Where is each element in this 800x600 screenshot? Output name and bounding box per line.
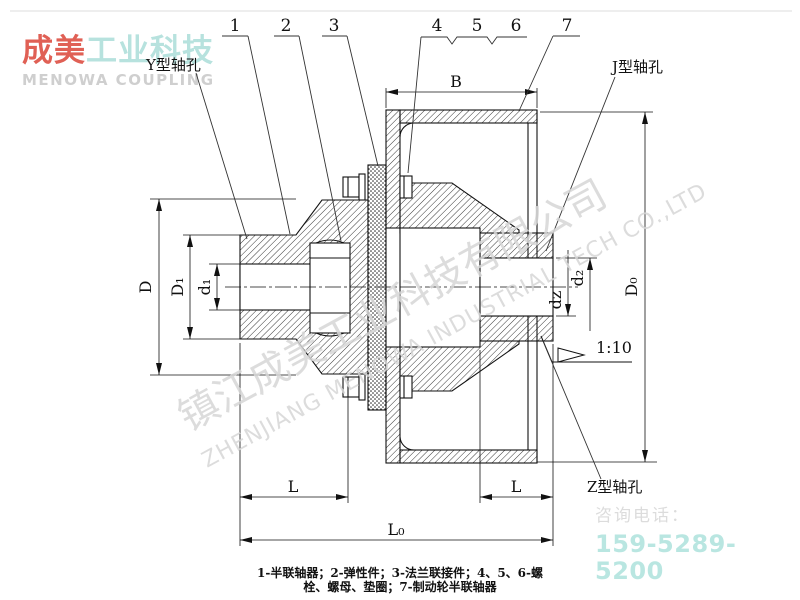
callout-1: 1 — [230, 16, 241, 36]
brand-name-en: MENOWA COUPLING — [22, 71, 215, 89]
dim-D: D — [136, 281, 155, 294]
dim-d1: d₁ — [195, 279, 214, 296]
nut-crown-top — [315, 239, 345, 244]
nut-crown-bottom — [315, 332, 345, 337]
bolt-nut — [399, 175, 413, 199]
center-cavity — [399, 227, 481, 348]
right-hub-top — [479, 232, 554, 259]
brand-name-cn: 成美工业科技 — [22, 36, 215, 67]
label-j-bore: J型轴孔 — [610, 58, 663, 76]
bolt-set-bottom — [342, 373, 413, 401]
bolt-head — [342, 176, 360, 198]
contact-block: 咨询电话： 159-5289-5200 — [595, 506, 800, 586]
bolt-nut — [399, 375, 413, 399]
bolt-washer — [358, 173, 366, 201]
bolt-set-top — [342, 173, 413, 201]
dim-L-right: L — [511, 477, 522, 496]
dim-L-left: L — [288, 477, 299, 496]
brake-web-top — [399, 182, 520, 234]
dim-d2: d₂ — [568, 270, 587, 287]
dimension-arrows — [156, 89, 648, 543]
brake-flange-disc-bottom — [385, 346, 401, 464]
brand-cn-red: 成美 — [22, 33, 86, 69]
contact-label: 咨询电话： — [595, 506, 690, 526]
dim-D1: D₁ — [168, 277, 187, 296]
bolt-washer — [358, 373, 366, 401]
taper-symbol — [540, 335, 632, 363]
dim-B: B — [450, 72, 462, 91]
callout-7: 7 — [562, 16, 573, 36]
dim-D0: D₀ — [622, 277, 641, 296]
rim-fillet-bottom — [399, 436, 415, 451]
callout-5: 5 — [472, 16, 483, 36]
label-y-bore: Y型轴孔 — [145, 56, 201, 74]
callout-3: 3 — [329, 16, 340, 36]
contact-phone: 159-5289-5200 — [595, 529, 737, 586]
callout-4: 4 — [432, 16, 443, 36]
label-taper-ratio: 1:10 — [596, 338, 632, 357]
dim-L0: L₀ — [387, 520, 404, 539]
callout-leaders — [195, 35, 616, 480]
brand-logo: 成美工业科技 MENOWA COUPLING — [22, 36, 215, 88]
parts-caption: 1-半联轴器；2-弹性件；3-法兰联接件；4、5、6-螺 栓、螺母、垫圈；7-制… — [0, 566, 800, 594]
brake-web-bottom — [399, 340, 520, 392]
callout-2: 2 — [281, 16, 292, 36]
dimension-lines — [150, 88, 657, 546]
brake-flange-disc-top — [385, 109, 401, 229]
caption-line-1: 1-半联轴器；2-弹性件；3-法兰联接件；4、5、6-螺 — [256, 566, 544, 580]
flange-connector-plate — [367, 164, 387, 411]
brake-rim-top — [399, 109, 538, 124]
brake-rim-bottom — [399, 449, 538, 464]
label-z-bore: Z型轴孔 — [587, 478, 642, 496]
rim-fillet-top — [399, 122, 415, 138]
callout-6: 6 — [511, 16, 522, 36]
dim-dz: dz — [546, 291, 565, 310]
caption-line-2: 栓、螺母、垫圈；7-制动轮半联轴器 — [303, 580, 497, 594]
brand-cn-cyan: 工业科技 — [86, 33, 214, 69]
